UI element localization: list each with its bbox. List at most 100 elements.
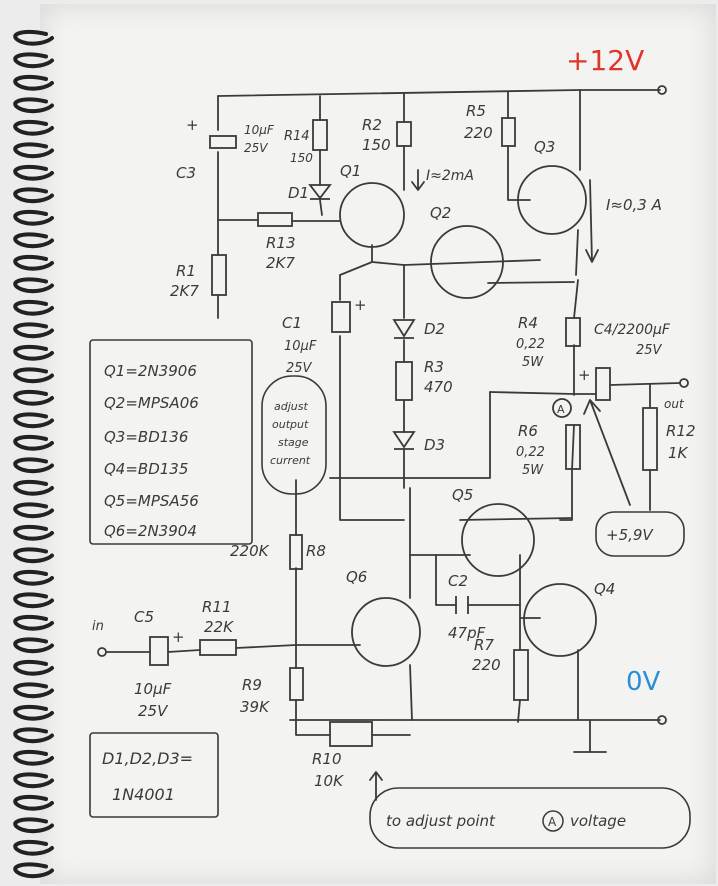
- spiral-loop: [13, 479, 54, 496]
- ground-terminal: [657, 715, 667, 725]
- q4-transistor: [523, 583, 597, 657]
- spiral-loop: [13, 277, 54, 294]
- adjust-a-text-1: to adjust point: [386, 812, 496, 830]
- r7-resistor: [513, 649, 529, 701]
- voltage-callout: [595, 511, 685, 557]
- spiral-loop: [13, 862, 54, 879]
- diode-line-2: 1N4001: [112, 785, 175, 804]
- out-label: out: [664, 397, 685, 411]
- r9-label: R9: [242, 676, 262, 694]
- r9-resistor: [289, 667, 304, 701]
- spiral-loop: [13, 29, 54, 46]
- c3-val1: 10μF: [244, 123, 275, 137]
- supply-ground-label: 0V: [626, 667, 661, 697]
- adjust-line-3: stage: [278, 436, 309, 449]
- r7-label: R7: [474, 636, 494, 654]
- spiral-loop: [13, 614, 54, 631]
- r11-resistor: [199, 639, 237, 656]
- c5-label: C5: [134, 608, 154, 626]
- q4-label: Q4: [594, 580, 615, 598]
- q1-label: Q1: [340, 162, 361, 180]
- spiral-loop: [13, 299, 54, 316]
- q1-transistor: [339, 182, 405, 248]
- adjust-a-text-2: voltage: [570, 812, 626, 830]
- spiral-loop: [13, 839, 54, 856]
- c5-val1: 10μF: [134, 680, 172, 698]
- r12-resistor: [642, 407, 658, 471]
- spiral-loop: [13, 389, 54, 406]
- spiral-loop: [13, 97, 54, 114]
- adjust-a-callout: [369, 787, 691, 849]
- spiral-loop: [13, 524, 54, 541]
- point-a-marker: [552, 398, 572, 418]
- r9-val: 39K: [240, 698, 270, 716]
- r2-val: 150: [362, 136, 391, 154]
- r4-resistor: [565, 317, 581, 347]
- d1-label: D1: [288, 184, 309, 202]
- r11-val: 22K: [204, 618, 234, 636]
- spiral-loop: [13, 412, 54, 429]
- spiral-loop: [13, 682, 54, 699]
- r4-label: R4: [518, 314, 538, 332]
- r6-resistor: [565, 424, 581, 470]
- q6-transistor: [351, 597, 421, 667]
- c1-val1: 10μF: [284, 339, 317, 354]
- spiral-loop: [13, 209, 54, 226]
- spiral-loop: [13, 254, 54, 271]
- spiral-loop: [13, 547, 54, 564]
- r2-resistor: [396, 121, 412, 147]
- r3-potentiometer: [395, 361, 413, 401]
- c1-label: C1: [282, 314, 302, 332]
- spiral-loop: [13, 569, 54, 586]
- r10-val: 10K: [314, 772, 344, 790]
- spiral-loop: [13, 502, 54, 519]
- q3-transistor: [517, 165, 587, 235]
- supply-plus-label: +12V: [566, 44, 644, 77]
- adjust-line-1: adjust: [274, 400, 308, 413]
- r5-label: R5: [466, 102, 486, 120]
- r4-val2: 5W: [522, 355, 544, 370]
- spiral-loop: [13, 164, 54, 181]
- c2-capacitor: [455, 596, 469, 614]
- wires: [105, 89, 681, 801]
- r14-label: R14: [284, 129, 310, 144]
- spiral-loop: [13, 817, 54, 834]
- r14-resistor: [312, 119, 328, 151]
- r6-label: R6: [518, 422, 538, 440]
- spiral-loop: [13, 434, 54, 451]
- c1-capacitor: [331, 301, 351, 333]
- r7-val: 220: [472, 656, 501, 674]
- r11-label: R11: [202, 598, 232, 616]
- r6-val1: 0,22: [516, 445, 545, 460]
- c2-label: C2: [448, 572, 468, 590]
- plus12-terminal: [657, 85, 667, 95]
- adjust-line-2: output: [272, 418, 309, 431]
- spiral-binding: [13, 29, 54, 879]
- in-label: in: [92, 619, 104, 634]
- q2-transistor: [430, 225, 504, 299]
- r13-val: 2K7: [266, 254, 295, 272]
- c4-label: C4/2200μF: [594, 322, 671, 338]
- spiral-loop: [13, 52, 54, 69]
- i-small-label: I≈2mA: [426, 168, 474, 184]
- r1-val: 2K7: [170, 282, 199, 300]
- r5-val: 220: [464, 124, 493, 142]
- transistor-item-3: Q3=BD136: [104, 428, 188, 446]
- d1-diode: [308, 184, 332, 200]
- q5-transistor: [461, 503, 535, 577]
- d3-label: D3: [424, 436, 445, 454]
- c4-val: 25V: [636, 343, 663, 358]
- adjust-callout: [261, 375, 327, 495]
- q3-label: Q3: [534, 138, 555, 156]
- transistor-list-box: [89, 339, 253, 545]
- out-terminal: [679, 378, 689, 388]
- c5-plus: +: [172, 628, 185, 646]
- adjust-a-letter: A: [548, 815, 557, 829]
- spiral-loop: [13, 794, 54, 811]
- spiral-loop: [13, 322, 54, 339]
- r13-resistor: [257, 212, 293, 227]
- q2-label: Q2: [430, 204, 451, 222]
- r5-resistor: [501, 117, 516, 147]
